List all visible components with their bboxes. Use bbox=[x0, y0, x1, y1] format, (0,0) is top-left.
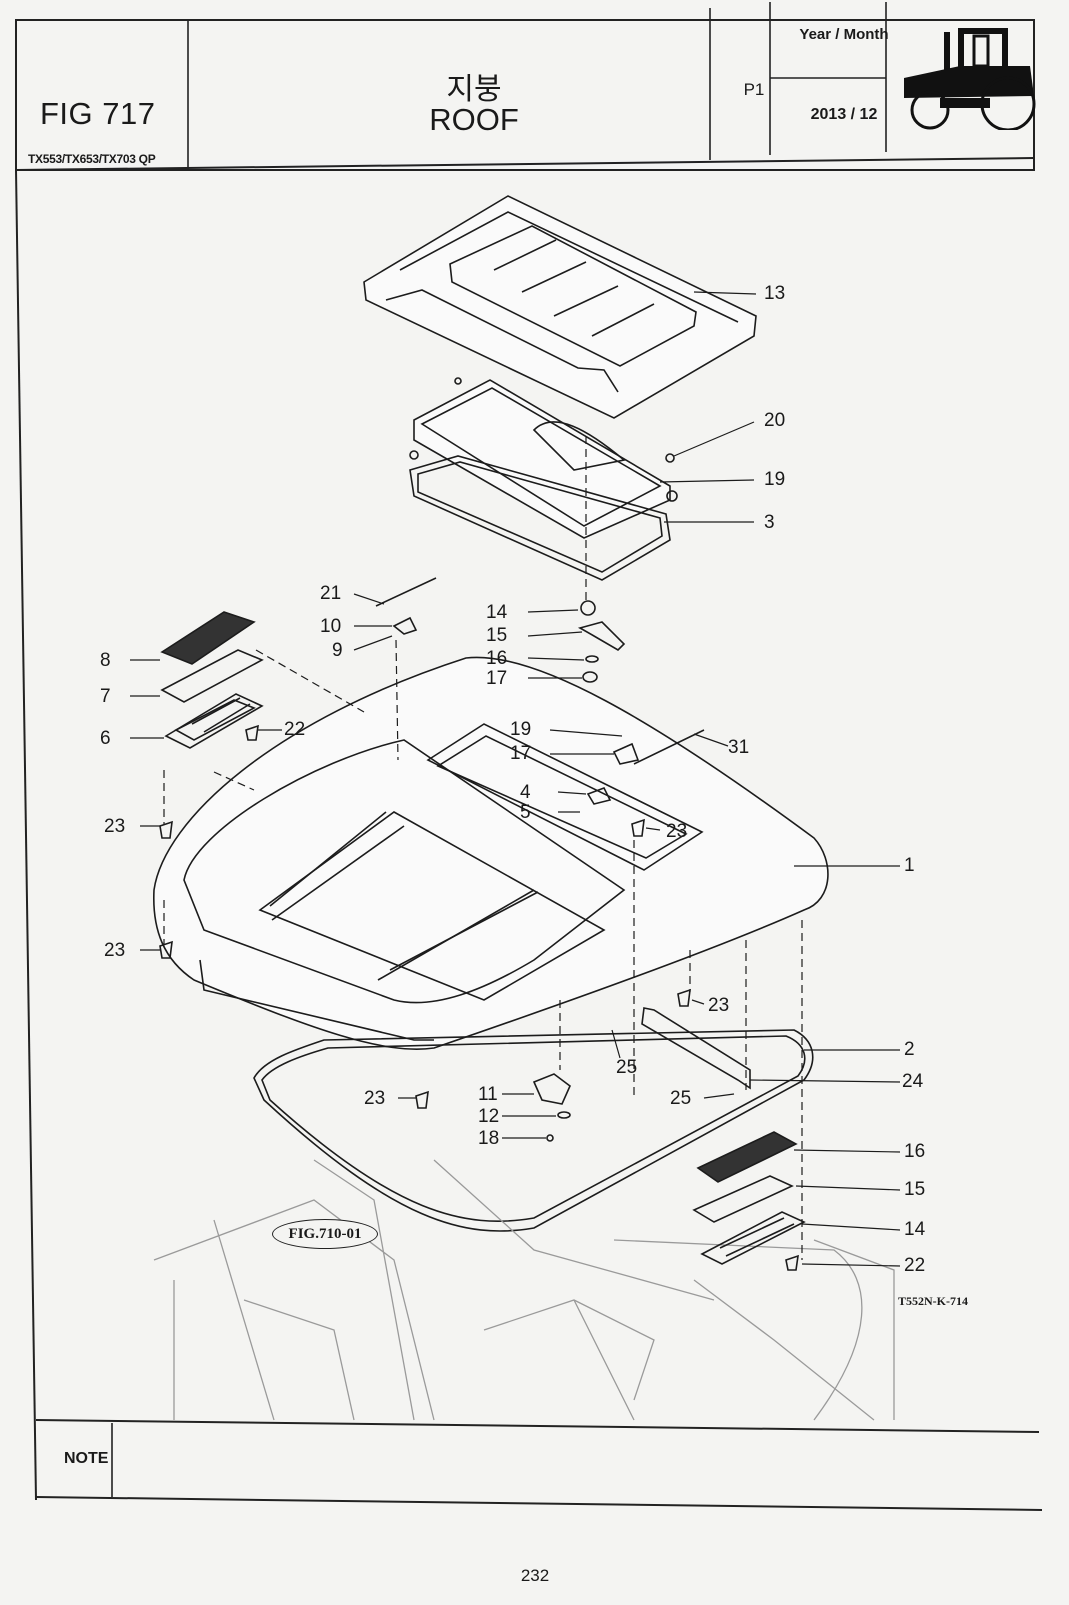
cab-frame-background bbox=[153, 1159, 895, 1421]
callout-15: 15 bbox=[486, 625, 508, 646]
callout-21: 21 bbox=[320, 583, 342, 604]
callout-23: 23 bbox=[104, 940, 126, 961]
roof-cover-part bbox=[363, 195, 757, 419]
callout-22: 22 bbox=[904, 1255, 926, 1276]
callout-19: 19 bbox=[510, 719, 532, 740]
alignment-lines bbox=[163, 436, 803, 1260]
catalog-header: FIG 717 TX553/TX653/TX703 QP 지붕 ROOF P1 … bbox=[14, 0, 1044, 170]
callout-5: 5 bbox=[520, 802, 531, 823]
callout-16: 16 bbox=[904, 1141, 926, 1162]
callout-24: 24 bbox=[902, 1071, 924, 1092]
model-list: TX553/TX653/TX703 QP bbox=[28, 152, 156, 166]
callout-25: 25 bbox=[670, 1088, 692, 1109]
roof-shell-part bbox=[153, 656, 829, 1050]
callout-14: 14 bbox=[486, 602, 508, 623]
callout-8: 8 bbox=[100, 650, 111, 671]
callout-10: 10 bbox=[320, 616, 342, 637]
callout-25: 25 bbox=[616, 1057, 638, 1078]
leader-lines bbox=[130, 291, 901, 1267]
callout-17: 17 bbox=[486, 668, 508, 689]
right-vent-assembly bbox=[692, 1131, 806, 1265]
year-month-value: 2013 / 12 bbox=[810, 106, 878, 123]
callout-1: 1 bbox=[904, 855, 915, 876]
callout-23: 23 bbox=[708, 995, 730, 1016]
callout-6: 6 bbox=[100, 728, 111, 749]
callout-2: 2 bbox=[904, 1039, 915, 1060]
callout-16: 16 bbox=[486, 648, 508, 669]
sheet-frame bbox=[15, 2, 1043, 1511]
callout-11: 11 bbox=[478, 1084, 498, 1105]
callout-9: 9 bbox=[332, 640, 343, 661]
figure-number: FIG 717 bbox=[40, 96, 156, 131]
left-vent-assembly bbox=[160, 611, 264, 749]
callout-22: 22 bbox=[284, 719, 306, 740]
callout-23: 23 bbox=[666, 821, 688, 842]
callout-23: 23 bbox=[364, 1088, 386, 1109]
callout-19: 19 bbox=[764, 469, 786, 490]
callout-15: 15 bbox=[904, 1179, 926, 1200]
callout-7: 7 bbox=[100, 686, 111, 707]
page-number: 232 bbox=[520, 1566, 550, 1585]
callout-12: 12 bbox=[478, 1106, 500, 1127]
callout-31: 31 bbox=[728, 737, 750, 758]
callout-18: 18 bbox=[478, 1128, 500, 1149]
callout-14: 14 bbox=[904, 1219, 926, 1240]
callout-13: 13 bbox=[764, 283, 786, 304]
figure-reference-tag[interactable]: FIG.710-01 bbox=[272, 1219, 378, 1249]
title-korean: 지붕 bbox=[446, 73, 502, 106]
roof-exploded-diagram bbox=[130, 195, 901, 1421]
year-month-label: Year / Month bbox=[799, 26, 889, 43]
callout-4: 4 bbox=[520, 782, 531, 803]
callout-3: 3 bbox=[764, 512, 775, 533]
parts-catalog-sheet: FIG 717 TX553/TX653/TX703 QP 지붕 ROOF P1 … bbox=[14, 0, 1044, 1590]
callout-23: 23 bbox=[104, 816, 126, 837]
drawing-code: T552N-K-714 bbox=[898, 1294, 968, 1308]
bolts bbox=[159, 377, 799, 1271]
callout-20: 20 bbox=[764, 410, 786, 431]
callout-17: 17 bbox=[510, 743, 532, 764]
note-label: NOTE bbox=[64, 1450, 109, 1467]
title-english: ROOF bbox=[429, 102, 519, 137]
tractor-icon bbox=[904, 28, 1036, 130]
page-code: P1 bbox=[743, 80, 765, 99]
